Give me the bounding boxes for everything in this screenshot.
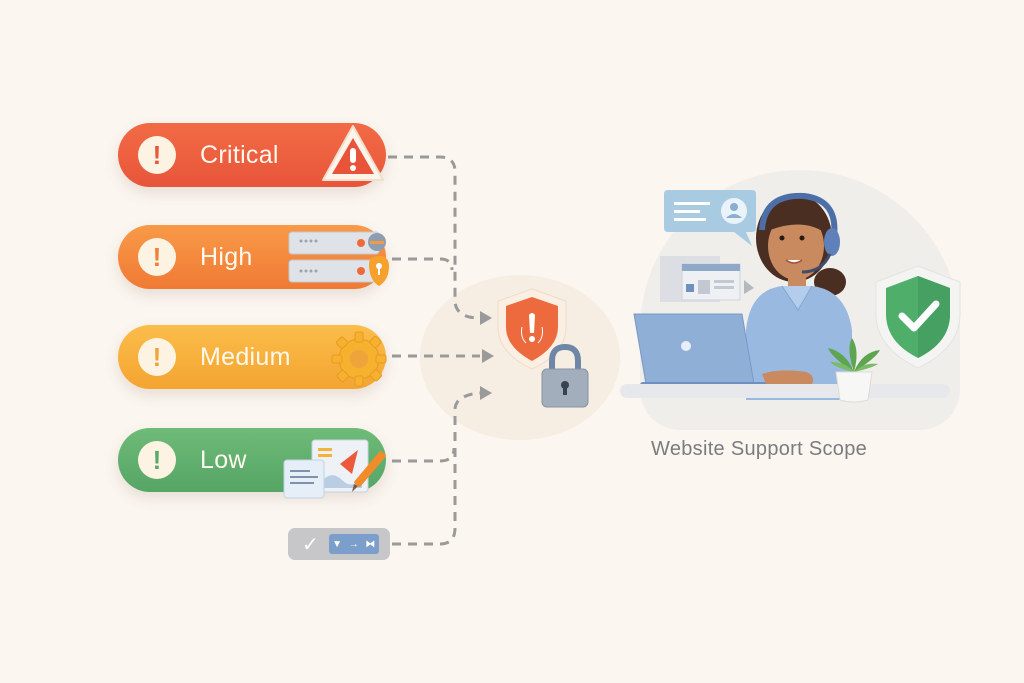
priority-label: Low (200, 445, 247, 474)
gear-icon (331, 331, 387, 387)
filter-icon: ▼ (332, 538, 343, 550)
check-shield-icon (875, 265, 961, 369)
alert-shield-icon (497, 288, 567, 370)
padlock-icon (541, 343, 589, 408)
chat-bubble-profile-icon (664, 190, 756, 246)
alert-badge-icon: ! (138, 338, 176, 376)
toolbar-controls-icon: ▼ → ⧓ (328, 534, 379, 554)
priority-label: High (200, 242, 253, 271)
browser-window-icon (660, 256, 754, 302)
document-edit-icon (283, 439, 386, 499)
expand-icon: ⧓ (365, 538, 376, 550)
server-lock-icon (288, 231, 389, 286)
alert-badge-icon: ! (138, 238, 176, 276)
warning-triangle-icon (322, 125, 384, 181)
check-icon: ✓ (302, 533, 319, 556)
checkmark-toolbar[interactable]: ✓ ▼ → ⧓ (288, 528, 390, 560)
priority-label: Critical (200, 140, 279, 169)
plant-icon (828, 338, 880, 403)
alert-badge-icon: ! (138, 441, 176, 479)
hand-icon (762, 370, 814, 384)
priority-label: Medium (200, 342, 291, 371)
arrow-icon: → (348, 538, 359, 550)
diagram-caption: Website Support Scope (651, 438, 868, 460)
alert-badge-icon: ! (138, 136, 176, 174)
